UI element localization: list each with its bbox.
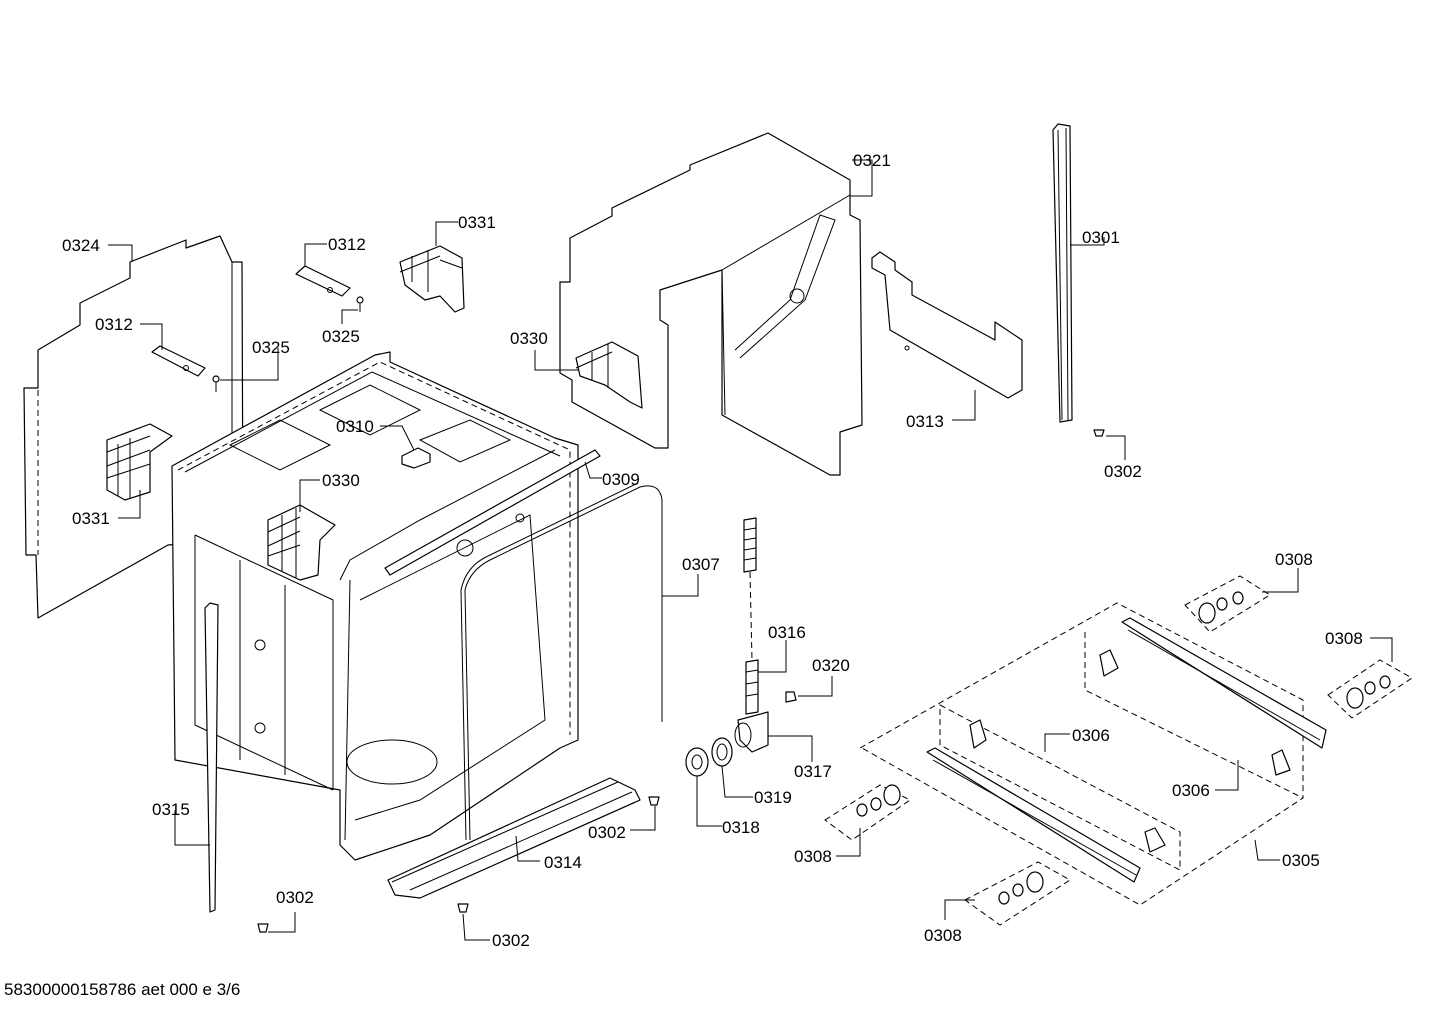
insulation-block-0331-left: [106, 423, 173, 501]
wheel-set-0308-c: [824, 784, 911, 841]
label-0310: 0310: [336, 417, 374, 436]
screw-0325-left: [212, 375, 220, 392]
screw-0302-a: [1093, 429, 1105, 437]
label-0308-bottom: 0308: [924, 926, 962, 945]
screw-0325-top: [356, 296, 364, 312]
label-0305: 0305: [1282, 851, 1320, 870]
label-0320: 0320: [812, 656, 850, 675]
screw-0302-c: [257, 923, 269, 933]
back-panel-0313: [871, 251, 1023, 399]
insulation-block-0330-right: [575, 341, 643, 409]
label-0306-right: 0306: [1172, 781, 1210, 800]
hose-0316: [743, 517, 759, 715]
label-0309: 0309: [602, 470, 640, 489]
vertical-strip-0301: [1052, 123, 1073, 423]
rail-0309: [384, 449, 601, 576]
wheel-set-0308-a: [1184, 575, 1271, 633]
label-0317: 0317: [794, 762, 832, 781]
part-labels: 0324 0312 0331 0321 0301 0312 0325 0325 …: [62, 151, 1363, 950]
label-0330-tub: 0330: [322, 471, 360, 490]
label-0302-mid: 0302: [588, 823, 626, 842]
base-panel-0314: [387, 777, 641, 899]
label-0308-right: 0308: [1325, 629, 1363, 648]
elbow-0317: [734, 711, 769, 753]
label-0306-center: 0306: [1072, 726, 1110, 745]
screw-0302-b: [648, 796, 660, 806]
rail-assembly-0305: [859, 602, 1327, 906]
drawing-reference-code: 58300000158786 aet 000 e 3/6: [4, 980, 241, 999]
label-0302-top: 0302: [1104, 462, 1142, 481]
label-0314: 0314: [544, 853, 582, 872]
bracket-0312-left: [151, 345, 206, 377]
insulation-block-0330-tub: [267, 504, 336, 581]
label-0313: 0313: [906, 412, 944, 431]
exploded-parts-diagram: 0324 0312 0331 0321 0301 0312 0325 0325 …: [23, 123, 1413, 950]
label-0331-top: 0331: [458, 213, 496, 232]
label-0315: 0315: [152, 800, 190, 819]
door-seal-0307: [460, 482, 663, 841]
wheel-set-0308-d: [964, 861, 1071, 926]
label-0331-left: 0331: [72, 509, 110, 528]
leader-lines: [108, 159, 1393, 941]
label-0325-top: 0325: [322, 327, 360, 346]
bracket-0312-top: [295, 265, 351, 297]
label-0308-top: 0308: [1275, 550, 1313, 569]
label-0301: 0301: [1082, 228, 1120, 247]
ring-0319: [711, 737, 733, 767]
side-strip-0315: [204, 602, 219, 913]
label-0312-top: 0312: [328, 235, 366, 254]
label-0324: 0324: [62, 236, 100, 255]
wheel-set-0308-b: [1327, 659, 1413, 719]
label-0302-bottom-left: 0302: [276, 888, 314, 907]
label-0330-right: 0330: [510, 329, 548, 348]
dishwasher-tub: [171, 351, 579, 861]
clip-0310: [401, 447, 431, 469]
top-cover-0321: [559, 132, 863, 476]
label-0312-left: 0312: [95, 315, 133, 334]
label-0325-left: 0325: [252, 338, 290, 357]
insulation-block-0331-top: [399, 245, 465, 313]
screw-0320: [785, 691, 797, 703]
nut-0318: [685, 747, 709, 777]
label-0316: 0316: [768, 623, 806, 642]
label-0319: 0319: [754, 788, 792, 807]
label-0321: 0321: [853, 151, 891, 170]
label-0302-bottom: 0302: [492, 931, 530, 950]
label-0307: 0307: [682, 555, 720, 574]
label-0308-left: 0308: [794, 847, 832, 866]
label-0318: 0318: [722, 818, 760, 837]
screw-0302-d: [457, 903, 469, 913]
